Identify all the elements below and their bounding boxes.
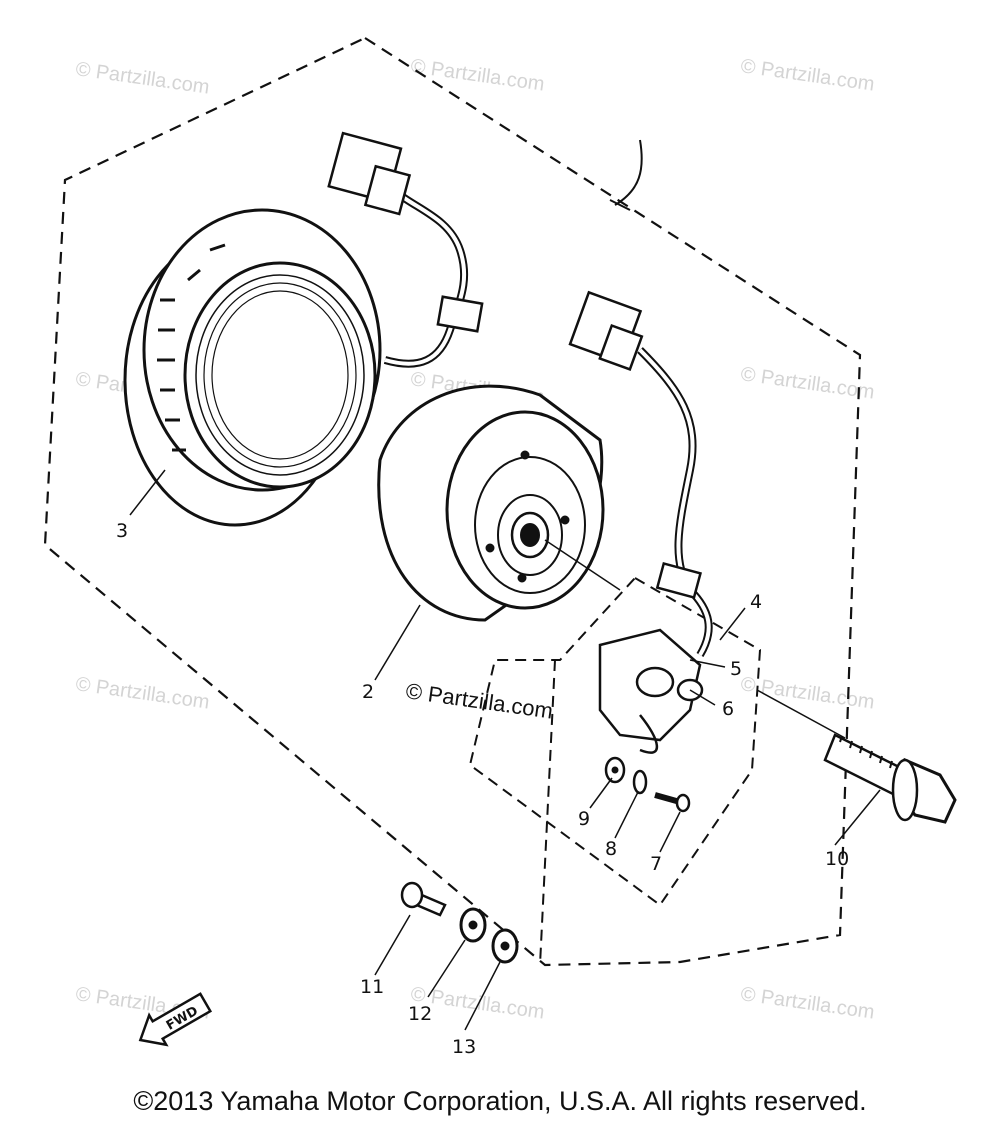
- callout-5: 5: [730, 658, 742, 680]
- watermark: © Partzilla.com: [74, 673, 211, 714]
- callout-1-tick: [609, 199, 631, 211]
- pickup-coil-bracket: [598, 628, 704, 754]
- callout-4: 4: [750, 591, 762, 613]
- watermark: © Partzilla.com: [739, 363, 876, 404]
- rotor-axis-line: [544, 539, 621, 591]
- hardware-guide-dashed: [539, 659, 556, 966]
- callout-11: 11: [360, 976, 384, 998]
- callout-12: 12: [408, 1003, 432, 1025]
- pickup-coil-harness: [568, 290, 713, 658]
- bottom-hardware: [400, 881, 519, 964]
- watermark: © Partzilla.com: [409, 55, 546, 96]
- watermark: © Partzilla.com: [739, 673, 876, 714]
- callout-3: 3: [116, 520, 128, 542]
- pickup-boundary-dashed: [468, 576, 762, 907]
- copyright-notice: ©2013 Yamaha Motor Corporation, U.S.A. A…: [133, 1086, 867, 1116]
- leader-lines: [129, 469, 881, 1031]
- callout-13: 13: [452, 1036, 476, 1058]
- flywheel-rotor: [377, 384, 605, 622]
- assembly-boundary-dashed: [43, 36, 862, 967]
- callout-2: 2: [362, 681, 374, 703]
- callout-7: 7: [650, 853, 662, 875]
- center-watermark: © Partzilla.com: [404, 678, 554, 723]
- callout-1-bracket: [614, 139, 643, 206]
- parts-diagram: © Partzilla.com © Partzilla.com © Partzi…: [43, 36, 957, 1058]
- watermark: © Partzilla.com: [74, 58, 211, 99]
- callout-10: 10: [825, 848, 849, 870]
- stator-connector-harness: [327, 131, 484, 368]
- callout-6: 6: [722, 698, 734, 720]
- callout-8: 8: [605, 838, 617, 860]
- pickup-hardware: [604, 756, 691, 813]
- watermark: © Partzilla.com: [739, 55, 876, 96]
- stator-coil: [123, 208, 382, 527]
- flywheel-bolt: [823, 733, 957, 824]
- callout-9: 9: [578, 808, 590, 830]
- watermark: © Partzilla.com: [739, 983, 876, 1024]
